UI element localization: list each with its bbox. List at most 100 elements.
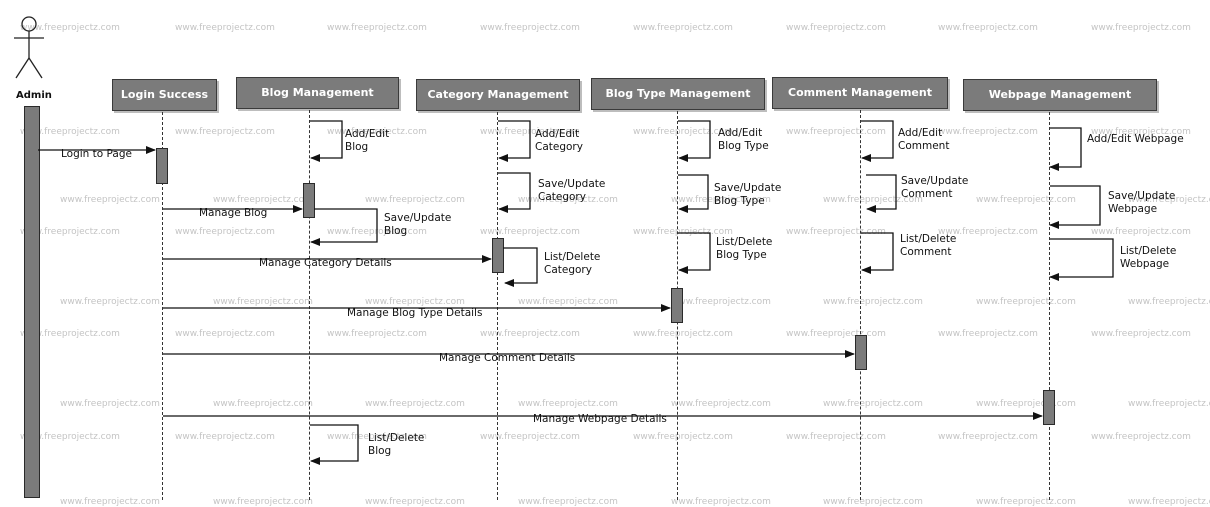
watermark-text: www.freeprojectz.com (480, 432, 580, 442)
watermark-text: www.freeprojectz.com (1091, 329, 1191, 339)
watermark-text: www.freeprojectz.com (175, 127, 275, 137)
lifeline-blog-management: Blog Management (236, 77, 399, 109)
watermark-text: www.freeprojectz.com (365, 297, 465, 307)
lifeline-comment-dash (860, 110, 861, 500)
watermark-text: www.freeprojectz.com (1128, 297, 1210, 307)
watermark-text: www.freeprojectz.com (633, 127, 733, 137)
watermark-text: www.freeprojectz.com (60, 399, 160, 409)
msg-manage-webpage: Manage Webpage Details (533, 413, 667, 425)
admin-actor-icon (14, 16, 44, 79)
lifeline-comment-management: Comment Management (772, 77, 948, 109)
lifeline-login-dash (162, 112, 163, 500)
admin-activation-bar (24, 106, 40, 498)
watermark-text: www.freeprojectz.com (938, 23, 1038, 33)
watermark-text: www.freeprojectz.com (1091, 432, 1191, 442)
arrow-blog-add (310, 120, 343, 162)
watermark-text: www.freeprojectz.com (175, 329, 275, 339)
lifeline-login-success: Login Success (112, 79, 217, 111)
watermark-text: www.freeprojectz.com (633, 227, 733, 237)
watermark-text: www.freeprojectz.com (823, 399, 923, 409)
watermark-text: www.freeprojectz.com (786, 127, 886, 137)
watermark-text: www.freeprojectz.com (20, 432, 120, 442)
lifeline-webpage-dash (1049, 112, 1050, 500)
watermark-text: www.freeprojectz.com (1128, 399, 1210, 409)
watermark-text: www.freeprojectz.com (671, 297, 771, 307)
watermark-text: www.freeprojectz.com (1128, 195, 1210, 205)
msg-wp-add: Add/Edit Webpage (1087, 133, 1184, 145)
watermark-text: www.freeprojectz.com (175, 432, 275, 442)
watermark-text: www.freeprojectz.com (480, 227, 580, 237)
login-activation-bar (156, 148, 168, 184)
watermark-text: www.freeprojectz.com (365, 195, 465, 205)
watermark-text: www.freeprojectz.com (20, 127, 120, 137)
msg-manage-blog: Manage Blog (199, 207, 268, 219)
arrow-cm-add (861, 120, 894, 162)
watermark-text: www.freeprojectz.com (786, 329, 886, 339)
arrow-wp-list (1049, 238, 1114, 281)
lifeline-webpage-management: Webpage Management (963, 79, 1157, 111)
arrow-cat-add (498, 120, 531, 162)
arrow-cat-save (498, 172, 531, 213)
watermark-text: www.freeprojectz.com (60, 297, 160, 307)
watermark-text: www.freeprojectz.com (1091, 127, 1191, 137)
msg-manage-category: Manage Category Details (259, 257, 392, 269)
arrow-bt-list (678, 232, 711, 274)
arrow-wp-add (1049, 127, 1082, 171)
category-activation-bar (492, 238, 504, 273)
blogtype-activation-bar (671, 288, 683, 323)
arrow-cm-list (861, 232, 894, 274)
watermark-text: www.freeprojectz.com (327, 432, 427, 442)
watermark-text: www.freeprojectz.com (518, 195, 618, 205)
watermark-text: www.freeprojectz.com (480, 23, 580, 33)
watermark-text: www.freeprojectz.com (976, 399, 1076, 409)
watermark-text: www.freeprojectz.com (213, 399, 313, 409)
arrow-bt-add (678, 120, 711, 162)
watermark-text: www.freeprojectz.com (365, 399, 465, 409)
watermark-text: www.freeprojectz.com (976, 297, 1076, 307)
lifeline-blog-type-management: Blog Type Management (591, 78, 765, 110)
watermark-text: www.freeprojectz.com (175, 23, 275, 33)
comment-activation-bar (855, 335, 867, 370)
watermark-text: www.freeprojectz.com (633, 329, 733, 339)
watermark-text: www.freeprojectz.com (480, 329, 580, 339)
blog-activation-bar (303, 183, 315, 218)
arrow-cm-save (866, 174, 897, 213)
watermark-text: www.freeprojectz.com (327, 329, 427, 339)
watermark-text: www.freeprojectz.com (823, 297, 923, 307)
watermark-text: www.freeprojectz.com (213, 195, 313, 205)
msg-manage-comment: Manage Comment Details (439, 352, 576, 364)
watermark-text: www.freeprojectz.com (671, 195, 771, 205)
watermark-text: www.freeprojectz.com (786, 23, 886, 33)
watermark-text: www.freeprojectz.com (938, 227, 1038, 237)
watermark-text: www.freeprojectz.com (633, 23, 733, 33)
watermark-text: www.freeprojectz.com (938, 127, 1038, 137)
watermark-text: www.freeprojectz.com (175, 227, 275, 237)
lifeline-blog-dash (309, 110, 310, 500)
watermark-text: www.freeprojectz.com (327, 127, 427, 137)
lifeline-category-dash (497, 112, 498, 500)
watermark-text: www.freeprojectz.com (518, 399, 618, 409)
watermark-text: www.freeprojectz.com (60, 195, 160, 205)
watermark-text: www.freeprojectz.com (20, 329, 120, 339)
watermark-text: www.freeprojectz.com (20, 227, 120, 237)
webpage-activation-bar (1043, 390, 1055, 425)
watermark-text: www.freeprojectz.com (213, 297, 313, 307)
lifeline-category-management: Category Management (416, 79, 580, 111)
msg-manage-blogtype: Manage Blog Type Details (347, 307, 483, 319)
watermark-text: www.freeprojectz.com (20, 23, 120, 33)
watermark-text: www.freeprojectz.com (671, 399, 771, 409)
arrow-bt-save (678, 174, 709, 213)
